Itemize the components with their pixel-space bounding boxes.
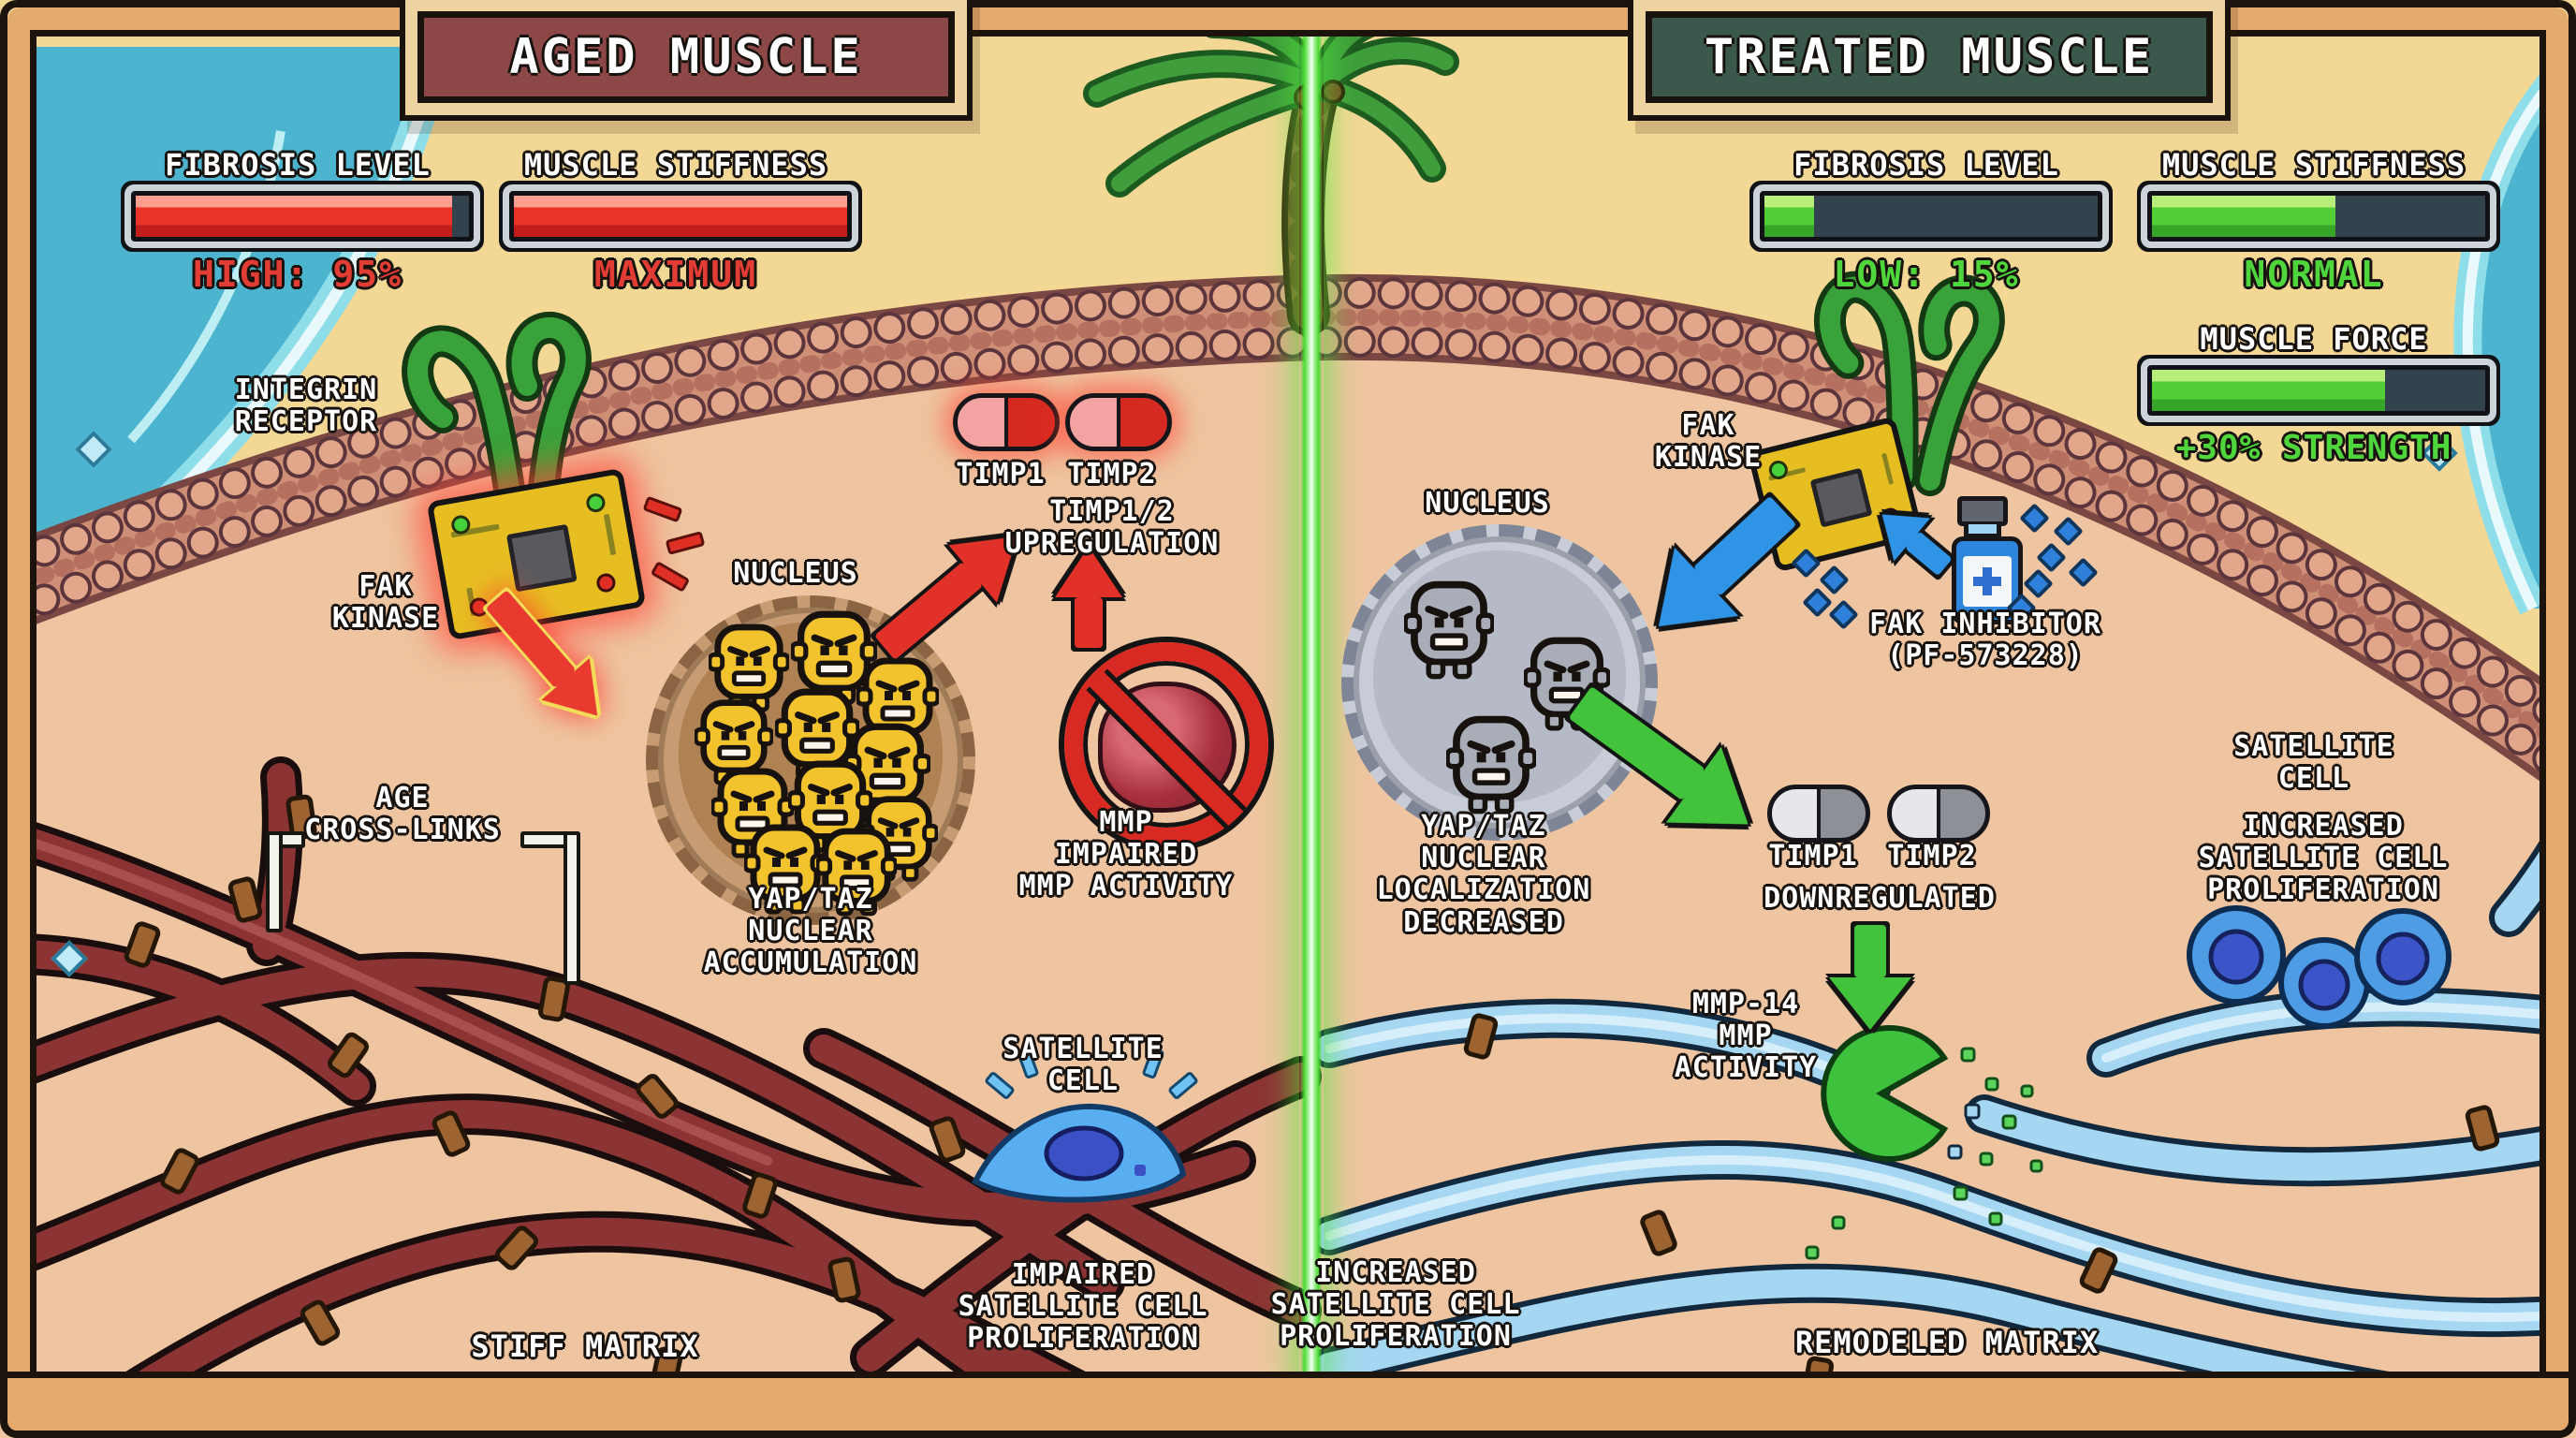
stiff-matrix-label: STIFF MATRIX [471,1328,699,1364]
timp1-pill-icon [953,393,1060,451]
stiffness-bar-left [509,191,852,242]
stiffness-value-left: MAXIMUM [593,254,758,295]
satellite-cell-label-right: SATELLITE CELL [2233,730,2394,796]
arrow-up-upregulation [1055,547,1122,648]
aged-muscle-banner: AGED MUSCLE [417,11,955,103]
muscle-force-bar [2147,365,2490,416]
timp1-pill-icon [1767,785,1870,843]
age-crosslinks-label: AGE CROSS-LINKS [304,782,501,847]
bracket-line [266,831,283,932]
treated-muscle-banner: TREATED MUSCLE [1646,11,2213,103]
satellite-cell-label-left: SATELLITE CELL [1003,1033,1164,1098]
palm-tree-icon [1083,3,1459,336]
timp-upregulation-label: TIMP1/2 UPREGULATION [1004,495,1220,561]
aged-muscle-title: AGED MUSCLE [509,29,863,85]
fibrosis-bar-fill-left [136,196,453,237]
fibrosis-bar-right [1760,191,2102,242]
stiffness-bar-fill-right [2152,196,2335,237]
muscle-force-value: +30% STRENGTH [2175,429,2452,467]
panel-divider [1299,26,1324,1380]
yap-taz-label-right: YAP/TAZ NUCLEAR LOCALIZATION DECREASED [1376,810,1591,939]
bottle-cap [1957,496,2008,526]
fibrosis-bar-fill-right [1764,196,1815,237]
yap-taz-blob-icon [1404,579,1494,681]
satellite-cell-icon [2187,905,2452,1029]
bottle-cross-label [1963,556,2012,607]
treated-muscle-title: TREATED MUSCLE [1704,29,2155,85]
fibrosis-value-right: LOW: 15% [1833,254,2020,295]
increased-proliferation-label-bottom: INCREASED SATELLITE CELL PROLIFERATION [1270,1256,1521,1354]
increased-proliferation-label-right: INCREASED SATELLITE CELL PROLIFERATION [2198,810,2449,907]
fak-kinase-label-left: FAK KINASE [331,570,440,636]
timp1-label-left: TIMP1 [956,458,1046,491]
nucleus-label-right: NUCLEUS [1425,487,1550,520]
muscle-force-bar-fill [2152,370,2386,411]
yap-taz-blob-icon [1446,713,1536,815]
timp2-pill-icon [1887,785,1990,843]
mmp14-activity-label: MMP-14 MMP ACTIVITY [1674,988,1818,1085]
timp2-pill-icon [1065,393,1172,451]
ocean-top-right [2453,66,2569,615]
stiffness-label-right: MUSCLE STIFFNESS [2161,147,2466,183]
mmp-impaired-label: MMP IMPAIRED MMP ACTIVITY [1018,806,1234,903]
nucleus-label-left: NUCLEUS [733,557,858,590]
pacman-mmp-icon [1805,1025,2043,1260]
bottle-neck [1964,524,2001,538]
satellite-cell-icon [972,1103,1187,1203]
fibrosis-value-left: HIGH: 95% [193,254,402,295]
stiffness-value-right: NORMAL [2244,254,2384,295]
impaired-proliferation-label: IMPAIRED SATELLITE CELL PROLIFERATION [958,1258,1208,1356]
integrin-receptor-label: INTEGRIN RECEPTOR [234,374,378,439]
timp1-label-right: TIMP1 [1768,840,1858,873]
downregulated-label: DOWNREGULATED [1764,882,1996,915]
stiffness-bar-fill-left [514,196,847,237]
stiffness-bar-right [2147,191,2490,242]
timp2-label-left: TIMP2 [1067,458,1157,491]
stiff-matrix-fibers [0,756,1322,1425]
yap-taz-label-left: YAP/TAZ NUCLEAR ACCUMULATION [703,883,918,980]
fak-inhibitor-label: FAK INHIBITOR (PF-573228) [1869,608,2101,673]
muscle-force-label: MUSCLE FORCE [2200,321,2428,357]
fibrosis-level-label-left: FIBROSIS LEVEL [165,147,431,183]
fibrosis-bar-left [131,191,474,242]
remodeled-matrix-label: REMODELED MATRIX [1794,1325,2100,1360]
timp2-label-right: TIMP2 [1887,840,1977,873]
stiffness-label-left: MUSCLE STIFFNESS [523,147,828,183]
bracket-line [564,831,580,985]
fak-kinase-label-right: FAK KINASE [1654,409,1763,475]
crosslink-knot-icon [124,794,2500,1402]
chip-cpu [1809,467,1873,528]
fibrosis-level-label-right: FIBROSIS LEVEL [1793,147,2059,183]
integrin-receptor-icon [402,271,2005,536]
medicine-bottle-icon [1952,496,2023,624]
